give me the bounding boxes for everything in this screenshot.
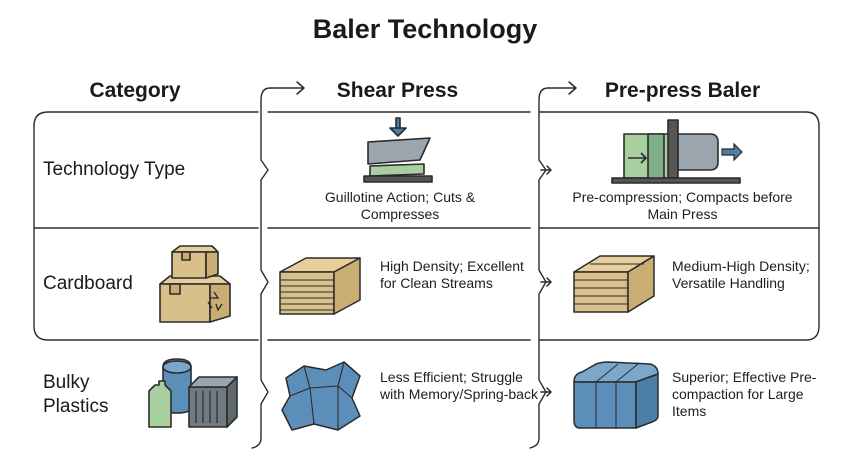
pre-press-machine-icon <box>611 119 743 184</box>
row-divider-bottom <box>33 125 820 341</box>
arrow-icon <box>540 277 552 287</box>
cell-shear-cardboard: High Density; Excellent for Clean Stream… <box>380 258 524 291</box>
arrow-icon <box>540 387 552 397</box>
plastic-bale-icon <box>573 361 659 429</box>
plastics-pile-icon <box>148 358 238 428</box>
row-label-bulky-plastics: Bulky Plastics <box>43 372 109 417</box>
arrow-icon <box>547 81 577 95</box>
cell-prepress-bulky-plastics: Superior; Effective Pre-compaction for L… <box>672 369 817 419</box>
cardboard-boxes-icon <box>159 245 231 323</box>
plastic-bale-icon <box>281 361 361 431</box>
column-header-pre-press-baler: Pre-press Baler <box>604 79 761 102</box>
cell-shear-bulky-plastics: Less Efficient; Struggle with Memory/Spr… <box>380 369 538 402</box>
row-label-cardboard: Cardboard <box>43 273 133 294</box>
cardboard-bale-icon <box>573 255 655 313</box>
cell-shear-technology: Guillotine Action; Cuts & Compresses <box>324 189 476 222</box>
arrow-icon <box>540 165 552 175</box>
page-title: Baler Technology <box>312 14 538 44</box>
column-brace-1 <box>251 87 271 449</box>
arrow-icon <box>269 81 305 95</box>
cell-prepress-cardboard: Medium-High Density; Versatile Handling <box>672 258 810 291</box>
cardboard-bale-icon <box>279 257 361 315</box>
column-header-category: Category <box>89 79 181 102</box>
guillotine-icon <box>363 117 433 183</box>
row-divider-top <box>33 111 820 127</box>
row-label-technology-type: Technology Type <box>43 159 186 180</box>
column-header-shear-press: Shear Press <box>336 79 459 102</box>
cell-prepress-technology: Pre-compression; Compacts before Main Pr… <box>572 189 793 222</box>
